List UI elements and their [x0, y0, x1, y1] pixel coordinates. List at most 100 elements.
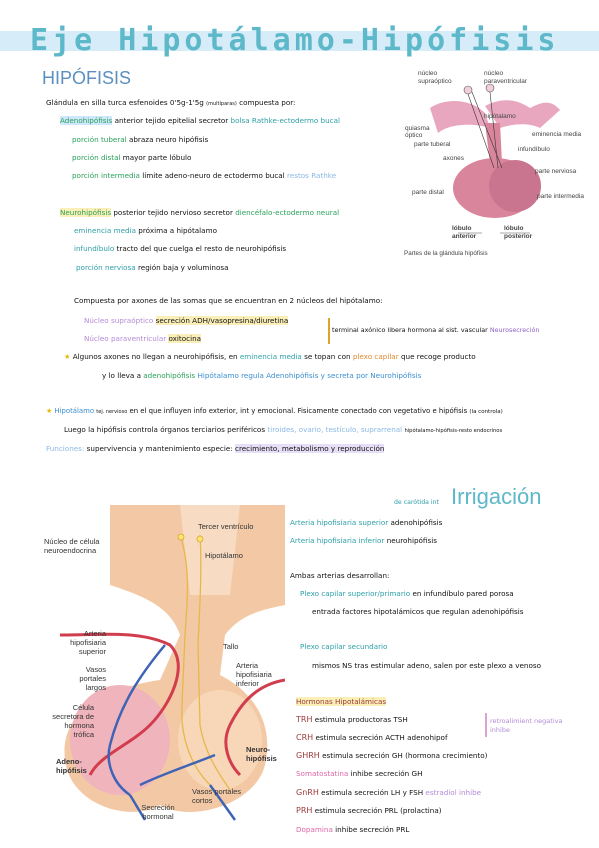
fig2-label-tallo: Tallo — [223, 642, 239, 651]
line-neuro: Neurohipófisis posterior tejido nervioso… — [60, 208, 339, 217]
text: estimula secreción PRL (prolactina) — [314, 806, 442, 815]
fig2-label-vasos-cortos: Vasos portales cortos — [192, 787, 242, 805]
text: secreción ADH/vasopresina/diuretina — [155, 316, 289, 325]
fig1-label-hipotalamo: hipótalamo — [484, 113, 516, 120]
text: estimula secreción ACTH adenohipof — [315, 733, 448, 742]
line-paraventricular: Núcleo paraventricular oxitocina — [84, 334, 202, 343]
term: Funciones: — [46, 444, 85, 453]
term-adenohipofisis: Adenohipófisis — [60, 116, 113, 125]
term: GnRH — [296, 788, 319, 797]
text: oxitocina — [168, 334, 202, 343]
term: Hormonas Hipotalámicas — [296, 697, 387, 706]
hypothalamus-shape — [485, 100, 560, 128]
fig1-label-paraventricular: núcleo paraventricular — [484, 70, 527, 85]
text: Neurosecreción — [489, 326, 540, 334]
text: neurohipófisis — [386, 536, 437, 545]
hormone-item: Dopamina inhibe secreción PRL — [296, 825, 409, 834]
text: Luego la hipófisis controla órganos terc… — [64, 425, 266, 434]
line-ambas: Ambas arterias desarrollan: — [290, 571, 390, 580]
line-tuberal: porción tuberal abraza neuro hipófisis — [72, 135, 208, 144]
neuron-soma-2 — [196, 535, 204, 543]
long-portal-vessels-shape — [107, 644, 166, 797]
star-icon: ★ — [64, 352, 71, 361]
hormonas-retro: retroalimient negativa inhibe — [490, 717, 563, 734]
term: Somatostatina — [296, 769, 349, 778]
short-portal-vessels-shape — [139, 753, 216, 787]
line-supraoptico: Núcleo supraóptico secreción ADH/vasopre… — [84, 316, 289, 325]
fig1-label-infundibulo: infundíbulo — [518, 146, 550, 153]
text: tiroides, ovario, testículo, suprarrenal — [267, 425, 403, 434]
line-plexo1: Plexo capilar superior/primario en infun… — [300, 589, 514, 598]
text: abraza neuro hipófisis — [128, 135, 209, 144]
text-small: (la controla) — [469, 409, 503, 415]
term: Plexo capilar superior/primario — [300, 589, 411, 598]
line-hipotalamo: ★ Hipotálamo tej. nervioso en el que inf… — [46, 407, 503, 415]
line-plexo2: Plexo capilar secundario — [300, 642, 387, 651]
fig1-label-anterior: lóbulo anterior — [452, 225, 477, 240]
fig2-label-vasos-largos: Vasos portales largos — [79, 665, 106, 692]
line-art-inf: Arteria hipofisiaria inferior neurohipóf… — [290, 536, 437, 545]
figure-pituitary-parts — [430, 83, 560, 234]
third-ventricle-shape — [180, 505, 240, 595]
line-luego: Luego la hipófisis controla órganos terc… — [64, 425, 502, 436]
fig1-label-nerviosa: parte nerviosa — [535, 168, 577, 175]
text: estimula secreción LH y FSH — [321, 788, 424, 797]
fig1-caption: Partes de la glándula hipófisis — [404, 250, 488, 257]
term: Dopamina — [296, 825, 333, 834]
line-algunos: ★ Algunos axones no llegan a neurohipófi… — [64, 352, 476, 361]
fig2-label-secrecion: Secreción hormonal — [141, 803, 175, 821]
text: crecimiento, metabolismo y reproducción — [235, 444, 385, 453]
text: terminal axónico libera hormona al sist.… — [332, 326, 488, 334]
line-lleva: y lo lleva a adenohipófisis Hipótalamo r… — [102, 371, 421, 380]
line-glandula: Glándula en silla turca esfenoides 0'5g-… — [46, 98, 295, 109]
term: Plexo capilar secundario — [300, 642, 388, 651]
line-compuesta: Compuesta por axones de las somas que se… — [74, 296, 383, 305]
neuron-axon-2 — [197, 534, 231, 791]
term: Arteria hipofisiaria superior — [290, 518, 389, 527]
venous-outflow-shape — [128, 784, 237, 821]
fig2-label-tercer: Tercer ventrículo — [198, 522, 254, 531]
line-nerviosa: porción nerviosa región baja y voluminos… — [76, 263, 229, 272]
text-bolsa: bolsa Rathke-ectodermo bucal — [230, 116, 341, 125]
fig1-label-supraoptico: núcleo supraóptico — [418, 70, 452, 85]
superior-artery-shape — [59, 632, 180, 776]
term: porción intermedia — [72, 171, 140, 180]
line-intermedia: porción intermedia límite adeno-neuro de… — [72, 171, 336, 180]
hormonas-heading: Hormonas Hipotalámicas — [296, 697, 387, 706]
text: restos Rathke — [286, 171, 337, 180]
text-small: tej. nervioso — [96, 409, 128, 415]
chiasm-shape — [430, 101, 490, 133]
brace — [328, 318, 330, 344]
line-plexo2-l2: mismos NS tras estimular adeno, salen po… — [312, 661, 542, 670]
page-title: Eje Hipotálamo-Hipófisis — [30, 23, 560, 58]
section-heading-irrigacion: Irrigación — [451, 484, 542, 509]
term: Hipotálamo — [54, 407, 95, 415]
term: porción nerviosa — [76, 263, 136, 272]
fig2-label-neuro: Neuro-hipófisis — [246, 745, 277, 763]
fig1-label-axones: axones — [443, 155, 464, 162]
irrigacion-carotida: de carótida int — [394, 499, 439, 506]
infundibulum-shape — [485, 123, 502, 163]
text: en infundíbulo pared porosa — [412, 589, 514, 598]
text: estimula productoras TSH — [314, 715, 408, 724]
text: se topan con — [304, 352, 351, 361]
hormone-item: Somatostatina inhibe secreción GH — [296, 769, 423, 778]
term: porción distal — [72, 153, 121, 162]
text: en el que influyen info exterior, int y … — [129, 407, 468, 415]
text: plexo capilar — [352, 352, 399, 361]
text: inhibe secreción PRL — [335, 825, 410, 834]
fig2-label-adeno: Adeno-hipófisis — [56, 757, 87, 775]
line-adeno: Adenohipófisis anterior tejido epitelial… — [60, 116, 340, 125]
text: adenohipófisis — [143, 371, 196, 380]
retro-brace — [485, 713, 487, 737]
term: infundíbulo — [74, 244, 115, 253]
term: TRH — [296, 715, 313, 724]
text-small: hipótalamo-hipófisis-resto endocrinos — [404, 428, 503, 434]
hormone-item: CRH estimula secreción ACTH adenohipof — [296, 733, 448, 742]
text: Algunos axones no llegan a neurohipófisi… — [72, 352, 238, 361]
fig1-label-tuberal: parte tuberal — [414, 141, 451, 148]
fig2-label-art-inf: Arteria hipofisiaria inferior — [236, 661, 272, 688]
line-terminal: terminal axónico libera hormona al sist.… — [332, 326, 539, 334]
text: y lo lleva a — [102, 371, 141, 380]
text: tracto del que cuelga el resto de neuroh… — [116, 244, 287, 253]
